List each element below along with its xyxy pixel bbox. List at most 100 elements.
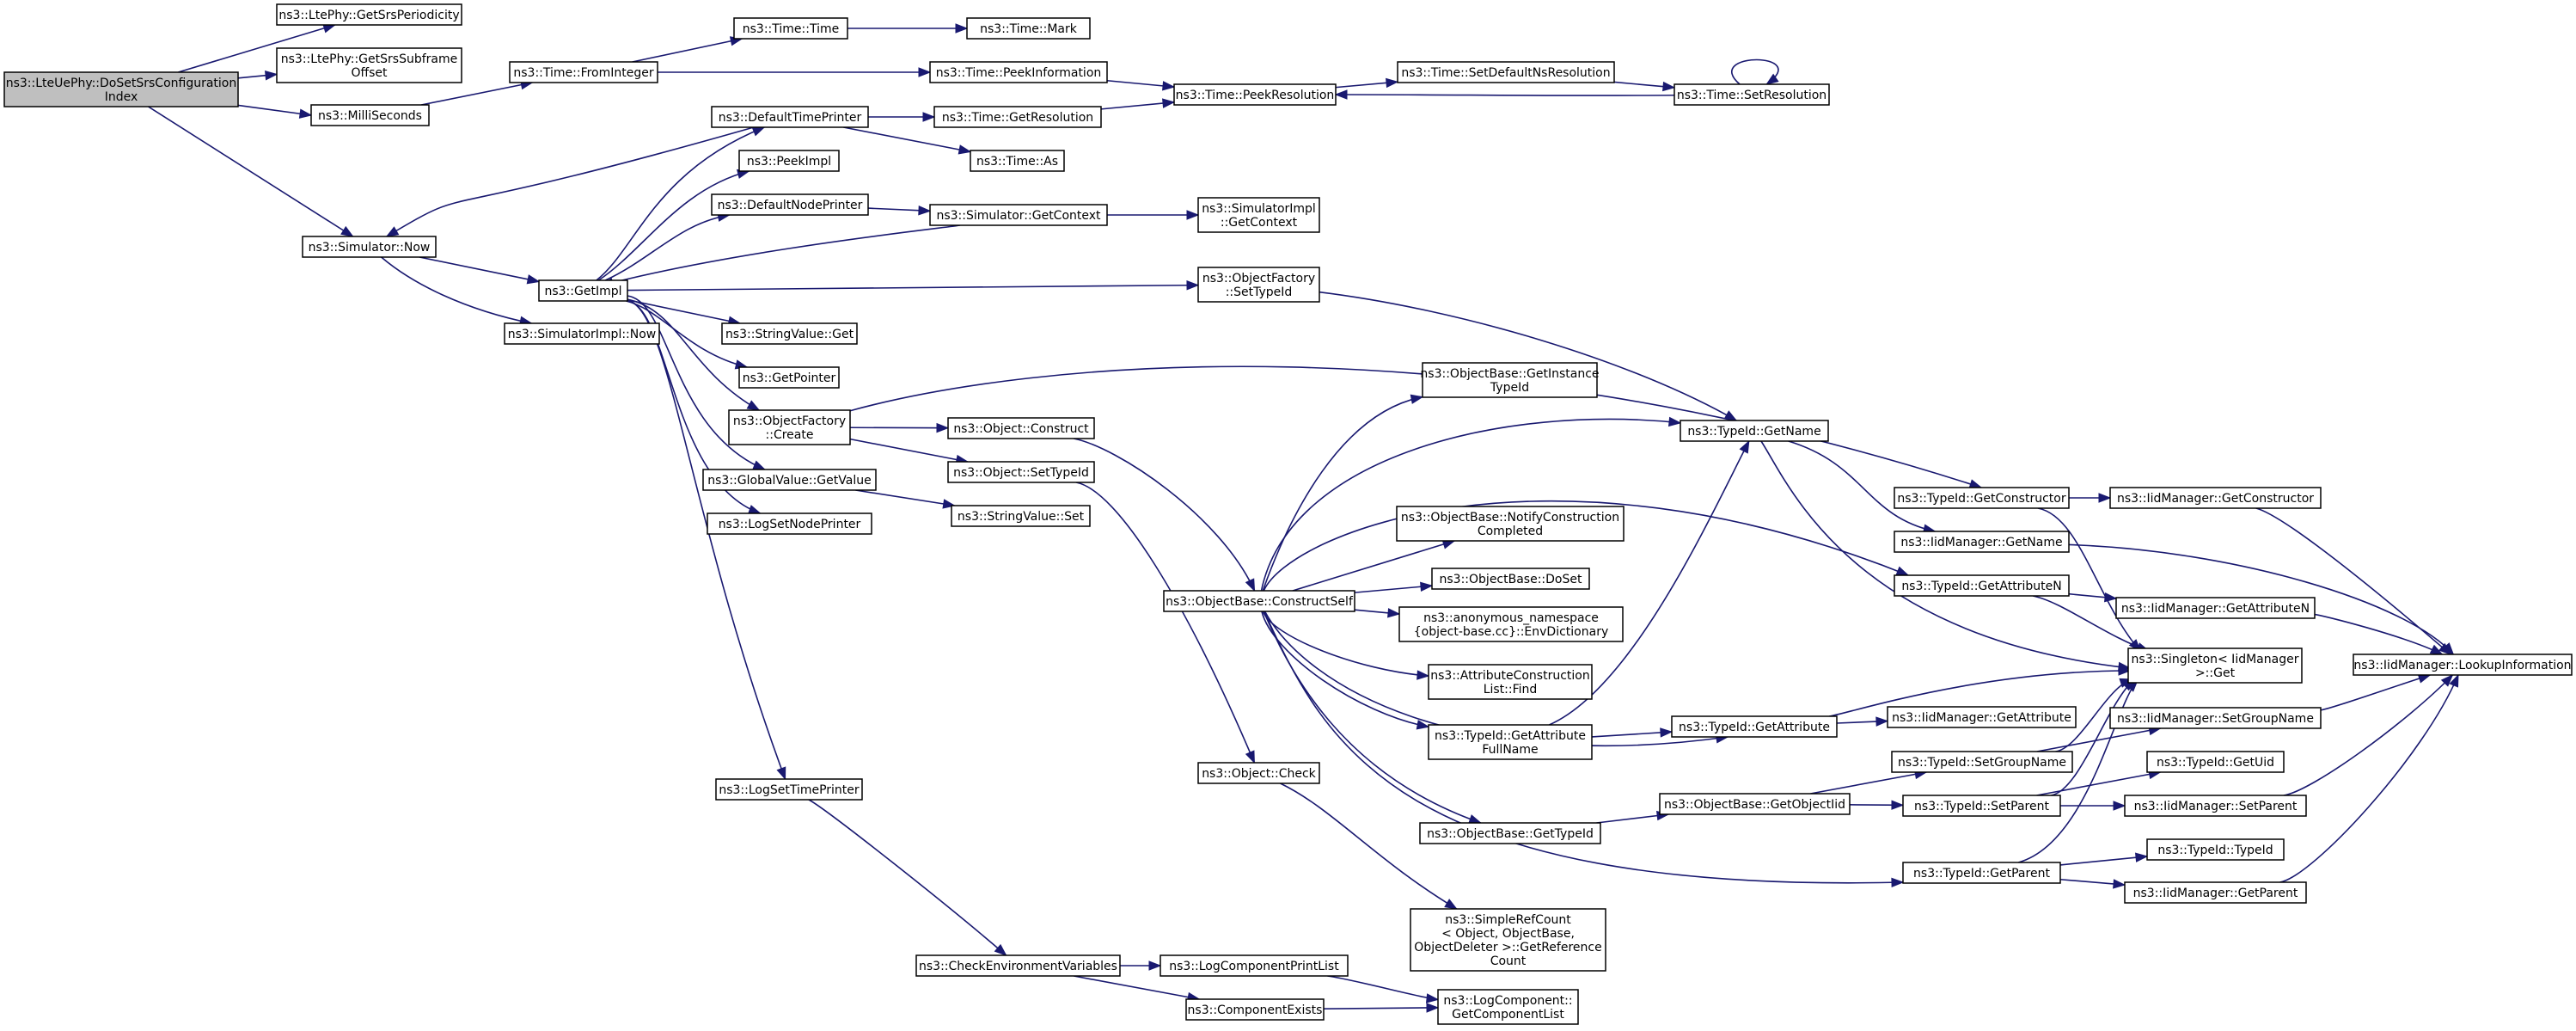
node-typeIdSetGroupName[interactable]: ns3::TypeId::SetGroupName bbox=[1891, 751, 2073, 773]
edge-getAttributeFullName-to-typeIdGetName bbox=[1549, 439, 1750, 726]
node-label: TypeId bbox=[1490, 381, 1529, 395]
node-notifyConstruction[interactable]: ns3::ObjectBase::NotifyConstructionCompl… bbox=[1396, 506, 1625, 542]
node-timeTime[interactable]: ns3::Time::Time bbox=[733, 17, 848, 40]
node-defaultNodePrinter[interactable]: ns3::DefaultNodePrinter bbox=[711, 193, 869, 216]
node-iidLookupInformation[interactable]: ns3::IidManager::LookupInformation bbox=[2353, 654, 2573, 676]
node-objConstruct[interactable]: ns3::Object::Construct bbox=[947, 417, 1095, 439]
edge-arrowhead bbox=[1186, 280, 1200, 291]
node-simNow[interactable]: ns3::Simulator::Now bbox=[302, 236, 437, 258]
node-checkEnv[interactable]: ns3::CheckEnvironmentVariables bbox=[915, 954, 1121, 977]
node-box bbox=[2115, 597, 2316, 619]
node-getObjectIid[interactable]: ns3::ObjectBase::GetObjectIid bbox=[1659, 793, 1851, 815]
edge-constructSelf-to-envDictionary bbox=[1354, 608, 1401, 618]
node-ofSetTypeId[interactable]: ns3::ObjectFactory::SetTypeId bbox=[1197, 267, 1320, 303]
node-simpleRefCount[interactable]: ns3::SimpleRefCount< Object, ObjectBase,… bbox=[1410, 908, 1606, 972]
edge-arrowhead bbox=[2113, 801, 2126, 811]
node-doSet[interactable]: ns3::ObjectBase::DoSet bbox=[1431, 568, 1590, 590]
edge-arrowhead bbox=[1245, 750, 1255, 764]
edge-arrowhead bbox=[1662, 81, 1676, 92]
node-iidSetGroupName[interactable]: ns3::IidManager::SetGroupName bbox=[2109, 707, 2322, 729]
node-objSetTypeId[interactable]: ns3::Object::SetTypeId bbox=[947, 461, 1095, 483]
node-timeMark[interactable]: ns3::Time::Mark bbox=[966, 17, 1091, 40]
edge-iidSetParent-to-iidLookupInformation bbox=[2283, 674, 2454, 796]
node-iidSetParent[interactable]: ns3::IidManager::SetParent bbox=[2124, 795, 2307, 817]
node-envDictionary[interactable]: ns3::anonymous_namespace{object-base.cc}… bbox=[1398, 606, 1624, 642]
node-box bbox=[1422, 362, 1598, 398]
node-iidGetAttributeN[interactable]: ns3::IidManager::GetAttributeN bbox=[2115, 597, 2316, 619]
node-getImpl[interactable]: ns3::GetImpl bbox=[538, 279, 628, 302]
node-stringValueSet[interactable]: ns3::StringValue::Set bbox=[951, 505, 1091, 527]
node-typeIdGetName[interactable]: ns3::TypeId::GetName bbox=[1680, 420, 1829, 442]
node-iidGetConstructor[interactable]: ns3::IidManager::GetConstructor bbox=[2109, 487, 2322, 509]
node-box bbox=[310, 104, 430, 126]
node-root[interactable]: ns3::LteUePhy::DoSetSrsConfigurationInde… bbox=[3, 71, 239, 107]
edge-line bbox=[627, 295, 766, 470]
node-typeIdGetAttribute[interactable]: ns3::TypeId::GetAttribute bbox=[1671, 715, 1838, 738]
node-peekResolution[interactable]: ns3::Time::PeekResolution bbox=[1173, 83, 1337, 106]
node-logSetTimePrinter[interactable]: ns3::LogSetTimePrinter bbox=[715, 778, 863, 801]
node-logCompPrintList[interactable]: ns3::LogComponentPrintList bbox=[1160, 954, 1349, 977]
node-box bbox=[509, 61, 658, 83]
node-typeIdGetParent[interactable]: ns3::TypeId::GetParent bbox=[1902, 862, 2061, 884]
node-getComponentList[interactable]: ns3::LogComponent::GetComponentList bbox=[1437, 989, 1579, 1025]
node-fromInteger[interactable]: ns3::Time::FromInteger bbox=[509, 61, 658, 83]
node-label: ns3::SimpleRefCount bbox=[1445, 913, 1571, 927]
node-typeIdTypeId[interactable]: ns3::TypeId::TypeId bbox=[2146, 838, 2285, 861]
node-typeIdGetUid[interactable]: ns3::TypeId::GetUid bbox=[2146, 751, 2285, 773]
node-box bbox=[951, 505, 1091, 527]
node-obGetTypeId[interactable]: ns3::ObjectBase::GetTypeId bbox=[1419, 822, 1601, 844]
edge-arrowhead bbox=[1875, 716, 1889, 727]
node-simImplGetContext[interactable]: ns3::SimulatorImpl::GetContext bbox=[1197, 197, 1320, 233]
node-singletonGet[interactable]: ns3::Singleton< IidManager>::Get bbox=[2127, 647, 2303, 684]
edge-typeIdSetParent-to-singletonGet bbox=[2051, 678, 2136, 796]
edge-milliSeconds-to-fromInteger bbox=[420, 80, 534, 106]
node-box bbox=[933, 106, 1102, 128]
node-peekInformation[interactable]: ns3::Time::PeekInformation bbox=[929, 61, 1108, 83]
edge-logSetTimePrinter-to-checkEnv bbox=[808, 799, 1007, 956]
node-peekImpl[interactable]: ns3::PeekImpl bbox=[738, 150, 840, 172]
edge-line bbox=[855, 489, 955, 506]
node-label: ns3::Simulator::Now bbox=[309, 241, 431, 255]
node-box bbox=[702, 469, 877, 491]
node-setDefaultNs[interactable]: ns3::Time::SetDefaultNsResolution bbox=[1397, 61, 1615, 83]
node-getSrsPeriodicity[interactable]: ns3::LtePhy::GetSrsPeriodicity bbox=[276, 3, 462, 26]
edge-line bbox=[1596, 813, 1669, 824]
node-ofCreate[interactable]: ns3::ObjectFactory::Create bbox=[728, 409, 851, 445]
node-typeIdGetConstructor[interactable]: ns3::TypeId::GetConstructor bbox=[1894, 487, 2070, 509]
node-box bbox=[1891, 751, 2073, 773]
node-logSetNodePrinter[interactable]: ns3::LogSetNodePrinter bbox=[707, 512, 872, 535]
node-label: ns3::IidManager::LookupInformation bbox=[2353, 659, 2571, 672]
edge-arrowhead bbox=[1468, 814, 1483, 824]
edge-line bbox=[2255, 507, 2451, 655]
node-defaultTimePrinter[interactable]: ns3::DefaultTimePrinter bbox=[711, 106, 869, 128]
node-label: ns3::GetImpl bbox=[544, 285, 621, 298]
node-simGetContext[interactable]: ns3::Simulator::GetContext bbox=[929, 204, 1108, 226]
node-gvGetValue[interactable]: ns3::GlobalValue::GetValue bbox=[702, 469, 877, 491]
edge-line bbox=[1788, 440, 1936, 532]
node-componentExists[interactable]: ns3::ComponentExists bbox=[1185, 998, 1325, 1021]
node-getPointer[interactable]: ns3::GetPointer bbox=[738, 366, 840, 389]
node-setResolution[interactable]: ns3::Time::SetResolution bbox=[1673, 83, 1830, 106]
node-constructSelf[interactable]: ns3::ObjectBase::ConstructSelf bbox=[1163, 590, 1355, 612]
node-simImplNow[interactable]: ns3::SimulatorImpl::Now bbox=[504, 322, 660, 345]
node-milliSeconds[interactable]: ns3::MilliSeconds bbox=[310, 104, 430, 126]
node-iidGetParent[interactable]: ns3::IidManager::GetParent bbox=[2124, 881, 2307, 904]
node-iidGetAttribute[interactable]: ns3::IidManager::GetAttribute bbox=[1887, 706, 2077, 728]
node-getResolution[interactable]: ns3::Time::GetResolution bbox=[933, 106, 1102, 128]
edge-arrowhead bbox=[2438, 642, 2452, 655]
edge-typeIdSetGroupName-to-iidSetGroupName bbox=[2036, 725, 2162, 752]
edge-arrowhead bbox=[1416, 720, 1430, 730]
node-stringValueGet[interactable]: ns3::StringValue::Get bbox=[721, 322, 858, 345]
node-iidGetName[interactable]: ns3::IidManager::GetName bbox=[1894, 531, 2070, 553]
node-typeIdSetParent[interactable]: ns3::TypeId::SetParent bbox=[1902, 795, 2061, 817]
node-box bbox=[1163, 590, 1355, 612]
node-typeIdGetAttributeN[interactable]: ns3::TypeId::GetAttributeN bbox=[1894, 574, 2070, 597]
node-box bbox=[1894, 574, 2070, 597]
node-objCheck[interactable]: ns3::Object::Check bbox=[1197, 762, 1320, 784]
edge-typeIdGetAttributeN-to-iidGetAttributeN bbox=[2068, 592, 2118, 603]
node-timeAs[interactable]: ns3::Time::As bbox=[970, 150, 1065, 172]
